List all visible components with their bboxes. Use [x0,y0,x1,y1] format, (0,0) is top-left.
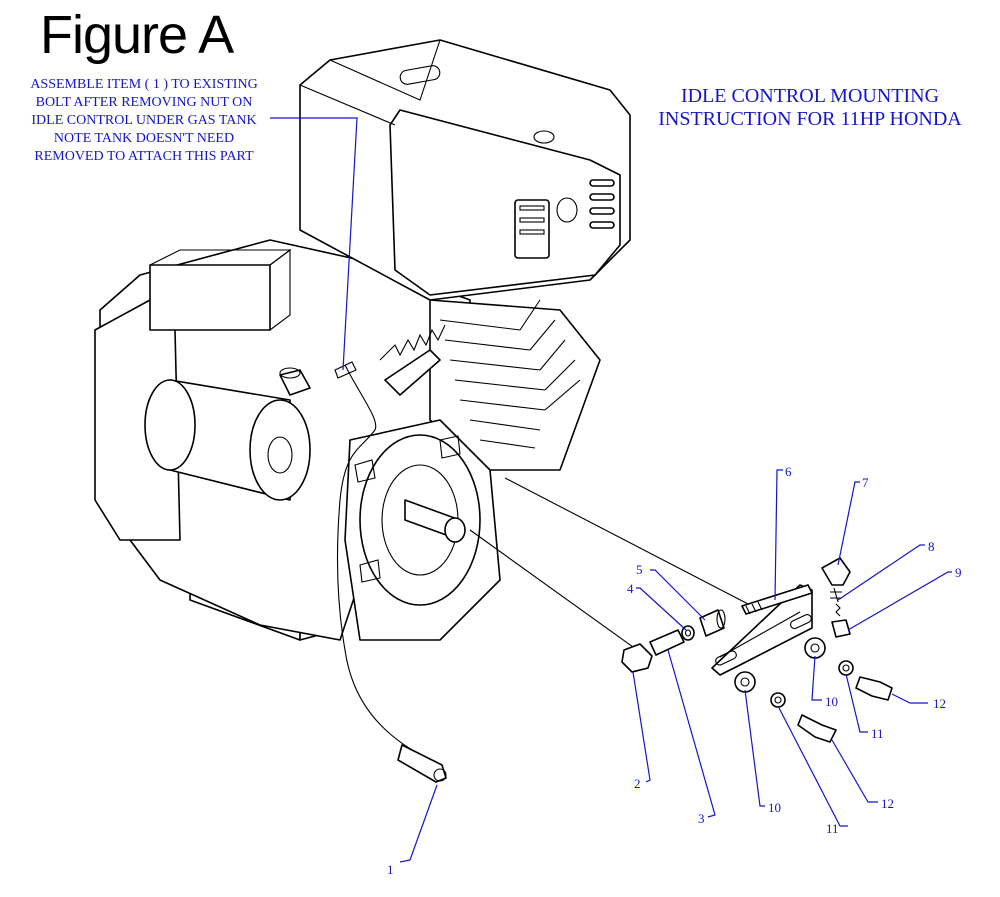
callout-3: 3 [698,811,705,826]
callout-12-lower: 12 [881,796,894,811]
callout-11-upper: 11 [871,726,884,741]
callout-5: 5 [636,562,643,577]
cap-nut-part-2 [621,643,653,673]
callout-6: 6 [785,464,792,479]
exploded-parts [469,477,893,743]
diagram-heading: IDLE CONTROL MOUNTING INSTRUCTION FOR 11… [658,85,962,130]
callout-labels: 1 2 3 4 5 6 7 8 9 10 10 11 11 12 12 [387,464,962,877]
callout-8: 8 [928,539,935,554]
vent-slots [514,179,615,259]
bolt-part-12-lower [797,714,837,743]
engine-drawing [94,39,631,641]
flat-washer-part-10-upper [804,637,826,659]
bracket-part-6 [711,584,813,676]
bolt-part-12-upper [855,676,893,701]
spring-part-8 [835,603,841,617]
idle-control-cable [334,361,447,783]
pin-part-3 [649,629,685,656]
callout-12-upper: 12 [933,696,946,711]
callout-10-lower: 10 [768,800,781,815]
flat-washer-part-10-lower [734,671,756,693]
throttle-lever [384,349,441,396]
figure-label: Figure A [40,5,234,65]
callout-7: 7 [862,475,869,490]
callout-9: 9 [955,565,962,580]
governor-spring [379,324,446,361]
cable-end-sleeve [397,744,447,783]
callout-4: 4 [627,581,634,596]
spacer-part-5 [699,609,725,637]
callout-10-upper: 10 [825,694,838,709]
gas-tank-block [149,264,271,331]
lock-washer-part-11-upper [838,660,854,676]
nut-part-9 [831,619,851,638]
air-cleaner-front [389,109,621,296]
assembly-note: ASSEMBLE ITEM ( 1 ) TO EXISTING BOLT AFT… [30,77,258,164]
lock-washer-part-11-lower [770,692,786,708]
assembly-axis-lower [469,529,641,653]
callout-2: 2 [634,776,641,791]
elbow-fitting-part-7 [821,557,851,586]
threaded-stud [741,584,813,615]
note-leader [270,117,358,371]
cylinder-fins [429,299,601,471]
leader-lines [270,117,952,863]
callout-1: 1 [387,862,394,877]
callout-11-lower: 11 [826,821,839,836]
assembly-axis-upper [504,477,751,606]
